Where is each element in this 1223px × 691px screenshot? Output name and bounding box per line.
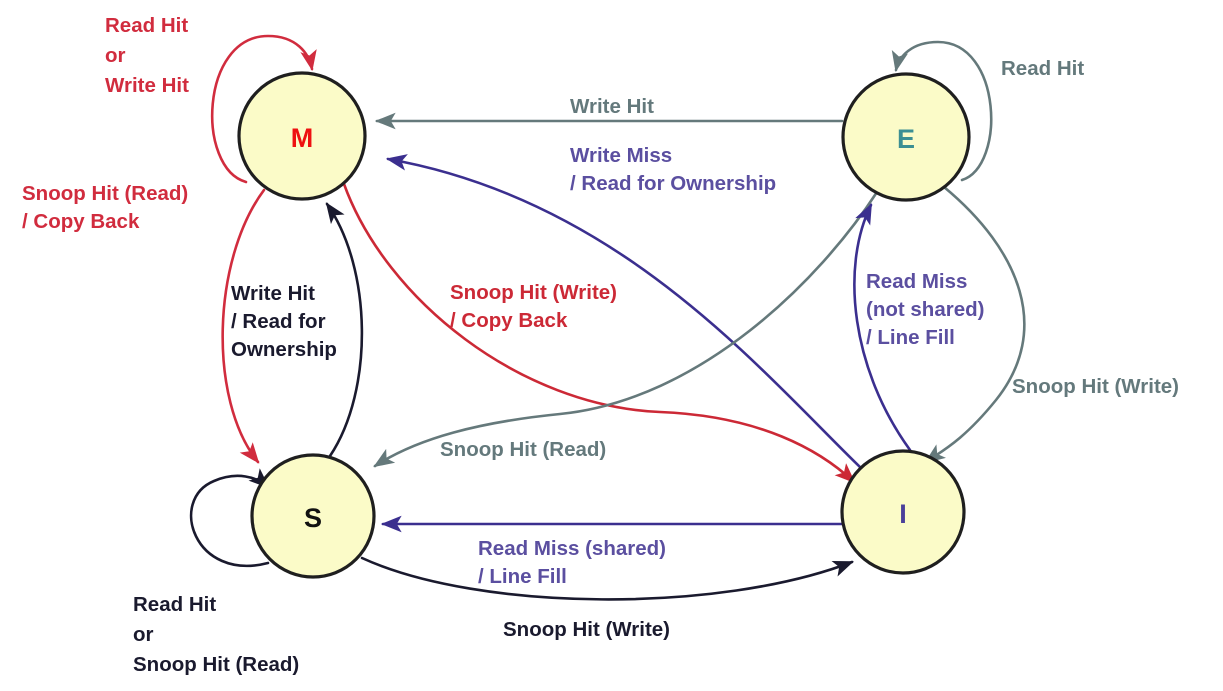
- edge-m-to-s: [221, 188, 266, 464]
- edge-m-self: [210, 34, 317, 184]
- label-i-to-m-line-0: Write Miss: [570, 144, 672, 167]
- label-m-to-i: Snoop Hit (Write) / Copy Back: [450, 281, 617, 332]
- edge-s-to-i: [360, 556, 854, 601]
- label-i-to-e-line-2: / Line Fill: [866, 326, 955, 349]
- edge-e-to-i: [924, 185, 1026, 464]
- node-s-label: S: [304, 503, 322, 533]
- label-m-self-line-0: Read Hit: [105, 14, 188, 37]
- node-i[interactable]: I: [840, 449, 966, 575]
- label-s-to-e-line-0: Snoop Hit (Read): [440, 438, 606, 461]
- label-s-to-m-line-2: Ownership: [231, 338, 337, 361]
- label-e-to-i-line-0: Snoop Hit (Write): [1012, 375, 1179, 398]
- label-e-to-m-line-0: Write Hit: [570, 95, 654, 118]
- edge-s-to-m: [325, 202, 364, 458]
- label-s-self-line-1: or: [133, 623, 154, 646]
- node-m-circle[interactable]: [237, 71, 367, 201]
- edge-e-self: [891, 40, 993, 182]
- label-m-self: Read Hit or Write Hit: [105, 14, 189, 97]
- label-e-to-m: Write Hit: [570, 95, 654, 118]
- label-m-to-s-line-1: / Copy Back: [22, 210, 140, 233]
- label-s-to-m-line-0: Write Hit: [231, 282, 315, 305]
- label-e-self: Read Hit: [1001, 57, 1084, 80]
- label-s-to-m: Write Hit / Read for Ownership: [231, 282, 337, 361]
- label-i-to-s-line-1: / Line Fill: [478, 565, 567, 588]
- label-i-to-e-line-0: Read Miss: [866, 270, 967, 293]
- edge-s-self: [189, 468, 270, 567]
- label-e-self-line-0: Read Hit: [1001, 57, 1084, 80]
- label-m-to-i-line-1: / Copy Back: [450, 309, 568, 332]
- node-s[interactable]: S: [250, 453, 376, 579]
- label-s-self-line-0: Read Hit: [133, 593, 216, 616]
- label-m-self-line-1: or: [105, 44, 126, 67]
- node-m[interactable]: M: [237, 71, 367, 201]
- node-i-label: I: [899, 499, 907, 529]
- label-i-to-s: Read Miss (shared) / Line Fill: [478, 537, 666, 588]
- label-s-to-i: Snoop Hit (Write): [503, 618, 670, 641]
- edge-i-to-m: [385, 154, 863, 470]
- node-m-label: M: [291, 123, 314, 153]
- label-m-self-line-2: Write Hit: [105, 74, 189, 97]
- label-s-self-line-2: Snoop Hit (Read): [133, 653, 299, 676]
- label-i-to-m: Write Miss / Read for Ownership: [570, 144, 776, 195]
- edge-s-to-e: [373, 190, 879, 468]
- label-s-self: Read Hit or Snoop Hit (Read): [133, 593, 299, 676]
- node-s-circle[interactable]: [250, 453, 376, 579]
- label-e-to-i: Snoop Hit (Write): [1012, 375, 1179, 398]
- label-i-to-e: Read Miss (not shared) / Line Fill: [866, 270, 984, 349]
- label-i-to-s-line-0: Read Miss (shared): [478, 537, 666, 560]
- label-s-to-m-line-1: / Read for: [231, 310, 326, 333]
- edge-m-to-i: [342, 182, 856, 484]
- node-e-circle[interactable]: [841, 72, 971, 202]
- node-i-circle[interactable]: [840, 449, 966, 575]
- label-m-to-i-line-0: Snoop Hit (Write): [450, 281, 617, 304]
- label-s-to-e: Snoop Hit (Read): [440, 438, 606, 461]
- node-e-label: E: [897, 124, 915, 154]
- label-m-to-s-line-0: Snoop Hit (Read): [22, 182, 188, 205]
- node-e[interactable]: E: [841, 72, 971, 202]
- label-i-to-e-line-1: (not shared): [866, 298, 984, 321]
- edge-i-to-e: [853, 203, 912, 452]
- label-m-to-s: Snoop Hit (Read) / Copy Back: [22, 182, 188, 233]
- label-i-to-m-line-1: / Read for Ownership: [570, 172, 776, 195]
- label-s-to-i-line-0: Snoop Hit (Write): [503, 618, 670, 641]
